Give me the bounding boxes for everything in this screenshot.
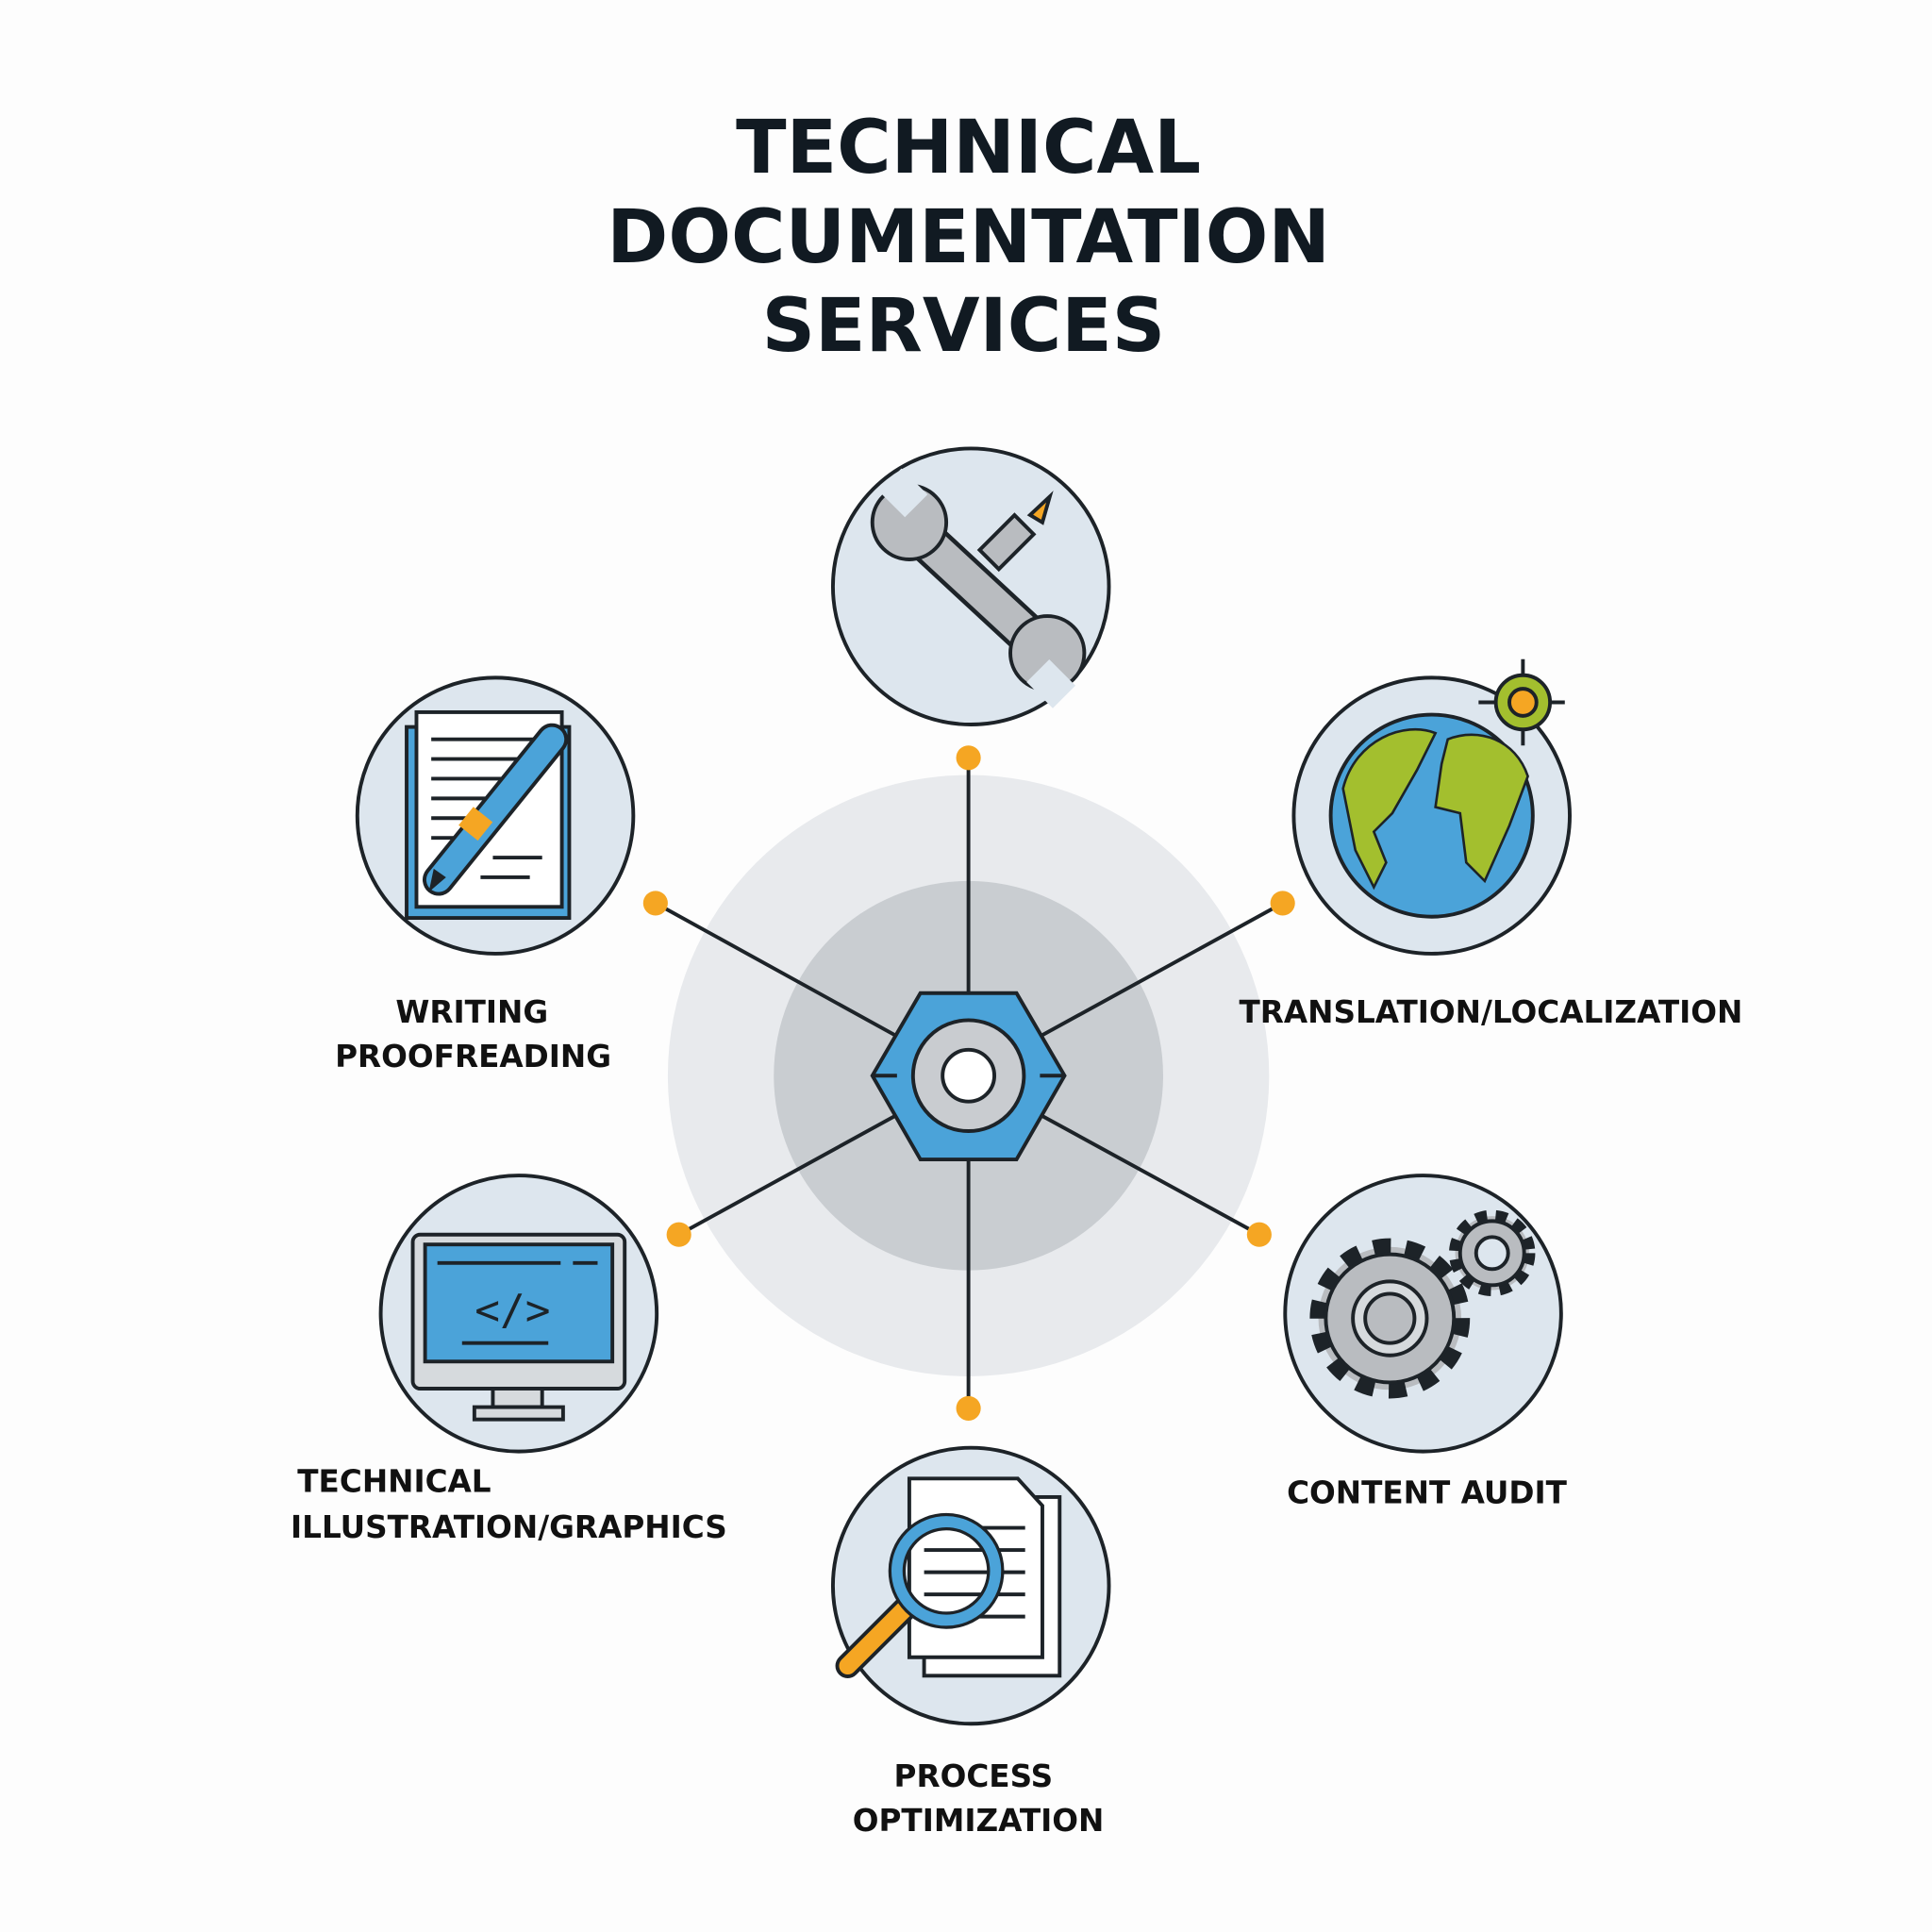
gears-icon <box>1309 1209 1536 1399</box>
dot-audit <box>1246 1222 1272 1247</box>
monitor-code-icon: </> <box>410 1232 627 1422</box>
translation-node: TRANSLATION/LOCALIZATION <box>1239 658 1742 1030</box>
globe-icon <box>1328 712 1535 919</box>
connector-dots <box>642 745 1295 1421</box>
magnifier-document-icon <box>835 1476 1062 1678</box>
dot-illustration <box>666 1222 691 1247</box>
sun-target-icon <box>1478 658 1565 746</box>
illustration-node: </> TECHNICAL ILLUSTRATION/GRAPHICS <box>291 1174 727 1545</box>
document-pen-icon <box>405 709 572 921</box>
illustration-label-line-1: TECHNICAL <box>297 1464 491 1500</box>
tools-node <box>830 446 1111 726</box>
dot-translation <box>1270 891 1295 916</box>
wrench-pen-icon <box>870 468 1087 708</box>
title-line-3: SERVICES <box>762 283 1166 369</box>
process-label-line-2: OPTIMIZATION <box>853 1803 1105 1839</box>
audit-label: CONTENT AUDIT <box>1287 1474 1568 1510</box>
writing-label-line-2: PROOFREADING <box>335 1039 611 1074</box>
dot-writing <box>642 891 668 916</box>
illustration-label-line-2: ILLUSTRATION/GRAPHICS <box>291 1509 727 1545</box>
translation-label: TRANSLATION/LOCALIZATION <box>1239 994 1742 1030</box>
dot-process <box>956 1395 981 1421</box>
writing-label-line-1: WRITING <box>395 994 548 1030</box>
process-label-line-1: PROCESS <box>894 1758 1054 1794</box>
diagram-title: TECHNICAL DOCUMENTATION SERVICES <box>607 105 1330 369</box>
hex-nut-hub-icon <box>870 991 1067 1162</box>
title-line-2: DOCUMENTATION <box>607 194 1330 280</box>
audit-node: CONTENT AUDIT <box>1283 1174 1568 1510</box>
title-line-1: TECHNICAL <box>736 105 1201 191</box>
dot-top <box>956 745 981 771</box>
writing-node: WRITING PROOFREADING <box>335 675 636 1074</box>
process-node: PROCESS OPTIMIZATION <box>830 1445 1111 1839</box>
code-glyph: </> <box>475 1287 550 1335</box>
